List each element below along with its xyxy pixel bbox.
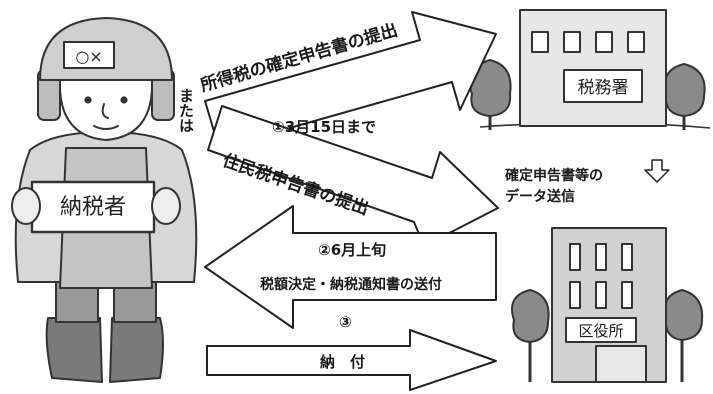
deadline-label: ①3月15日まで [272,118,377,136]
ward-office-label: 区役所 [578,322,623,340]
payment-label: 納 付 [320,353,366,371]
tax-office-building [468,9,711,130]
notice-label: 税額決定・納税通知書の送付 [260,277,442,293]
cap-marks: ○× [75,47,102,66]
payment-arrow [206,329,497,391]
or-label: または [177,88,195,133]
tax-office-label: 税務署 [578,78,629,98]
taxpayer-figure [11,17,198,383]
data-transfer-label-line1: 確定申告書等の [505,168,603,184]
notice-arrow [204,205,497,329]
notice-step-label: ②6月上旬 [318,241,387,259]
resident-tax-return-arrow [207,105,499,247]
down-arrow-icon [644,159,670,183]
taxpayer-sign-label: 納税者 [60,195,126,220]
payment-step-label: ③ [339,313,352,331]
data-transfer-label-line2: データ送信 [505,189,575,205]
ward-office-building [511,227,704,383]
